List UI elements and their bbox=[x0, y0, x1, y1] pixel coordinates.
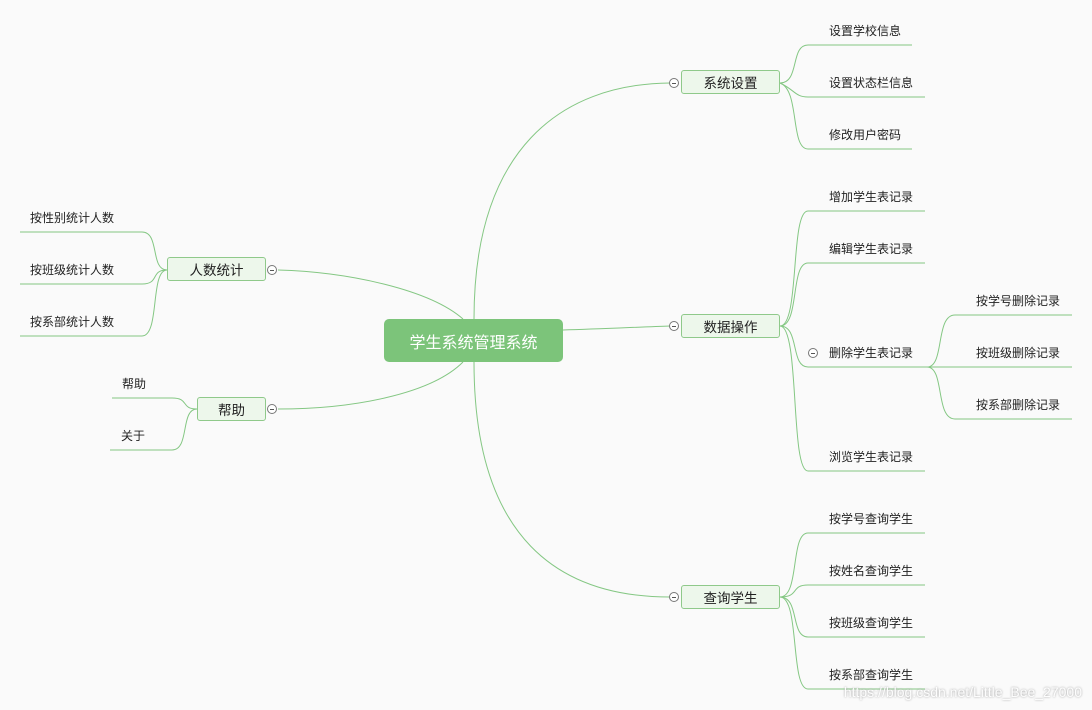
leaf-query-by-id[interactable]: 按学号查询学生 bbox=[829, 512, 914, 526]
watermark: https://blog.csdn.net/Little_Bee_27000 bbox=[843, 684, 1082, 700]
leaf-help[interactable]: 帮助 bbox=[122, 377, 147, 391]
leaf-delete-by-class[interactable]: 按班级删除记录 bbox=[976, 346, 1061, 360]
branch-data-ops[interactable]: 数据操作 bbox=[681, 314, 780, 338]
leaf-query-by-name[interactable]: 按姓名查询学生 bbox=[829, 564, 914, 578]
leaf-set-school-info[interactable]: 设置学校信息 bbox=[829, 24, 902, 38]
branch-query-student[interactable]: 查询学生 bbox=[681, 585, 780, 609]
collapse-icon[interactable] bbox=[267, 404, 277, 414]
leaf-set-statusbar-info[interactable]: 设置状态栏信息 bbox=[829, 76, 914, 90]
collapse-icon[interactable] bbox=[808, 348, 818, 358]
branch-headcount[interactable]: 人数统计 bbox=[167, 257, 266, 281]
leaf-change-password[interactable]: 修改用户密码 bbox=[829, 128, 902, 142]
leaf-about[interactable]: 关于 bbox=[121, 429, 146, 443]
root-node[interactable]: 学生系统管理系统 bbox=[384, 319, 563, 362]
leaf-add-record[interactable]: 增加学生表记录 bbox=[829, 190, 914, 204]
collapse-icon[interactable] bbox=[669, 321, 679, 331]
collapse-icon[interactable] bbox=[669, 78, 679, 88]
leaf-delete-by-id[interactable]: 按学号删除记录 bbox=[976, 294, 1061, 308]
branch-system-settings[interactable]: 系统设置 bbox=[681, 70, 780, 94]
collapse-icon[interactable] bbox=[669, 592, 679, 602]
leaf-delete-by-dept[interactable]: 按系部删除记录 bbox=[976, 398, 1061, 412]
leaf-query-by-dept[interactable]: 按系部查询学生 bbox=[829, 668, 914, 682]
leaf-count-by-class[interactable]: 按班级统计人数 bbox=[30, 263, 115, 277]
leaf-count-by-dept[interactable]: 按系部统计人数 bbox=[30, 315, 115, 329]
branch-help[interactable]: 帮助 bbox=[197, 397, 266, 421]
leaf-count-by-gender[interactable]: 按性别统计人数 bbox=[30, 211, 115, 225]
leaf-query-by-class[interactable]: 按班级查询学生 bbox=[829, 616, 914, 630]
collapse-icon[interactable] bbox=[267, 265, 277, 275]
leaf-browse-record[interactable]: 浏览学生表记录 bbox=[829, 450, 914, 464]
leaf-edit-record[interactable]: 编辑学生表记录 bbox=[829, 242, 914, 256]
leaf-delete-record[interactable]: 删除学生表记录 bbox=[829, 346, 914, 360]
